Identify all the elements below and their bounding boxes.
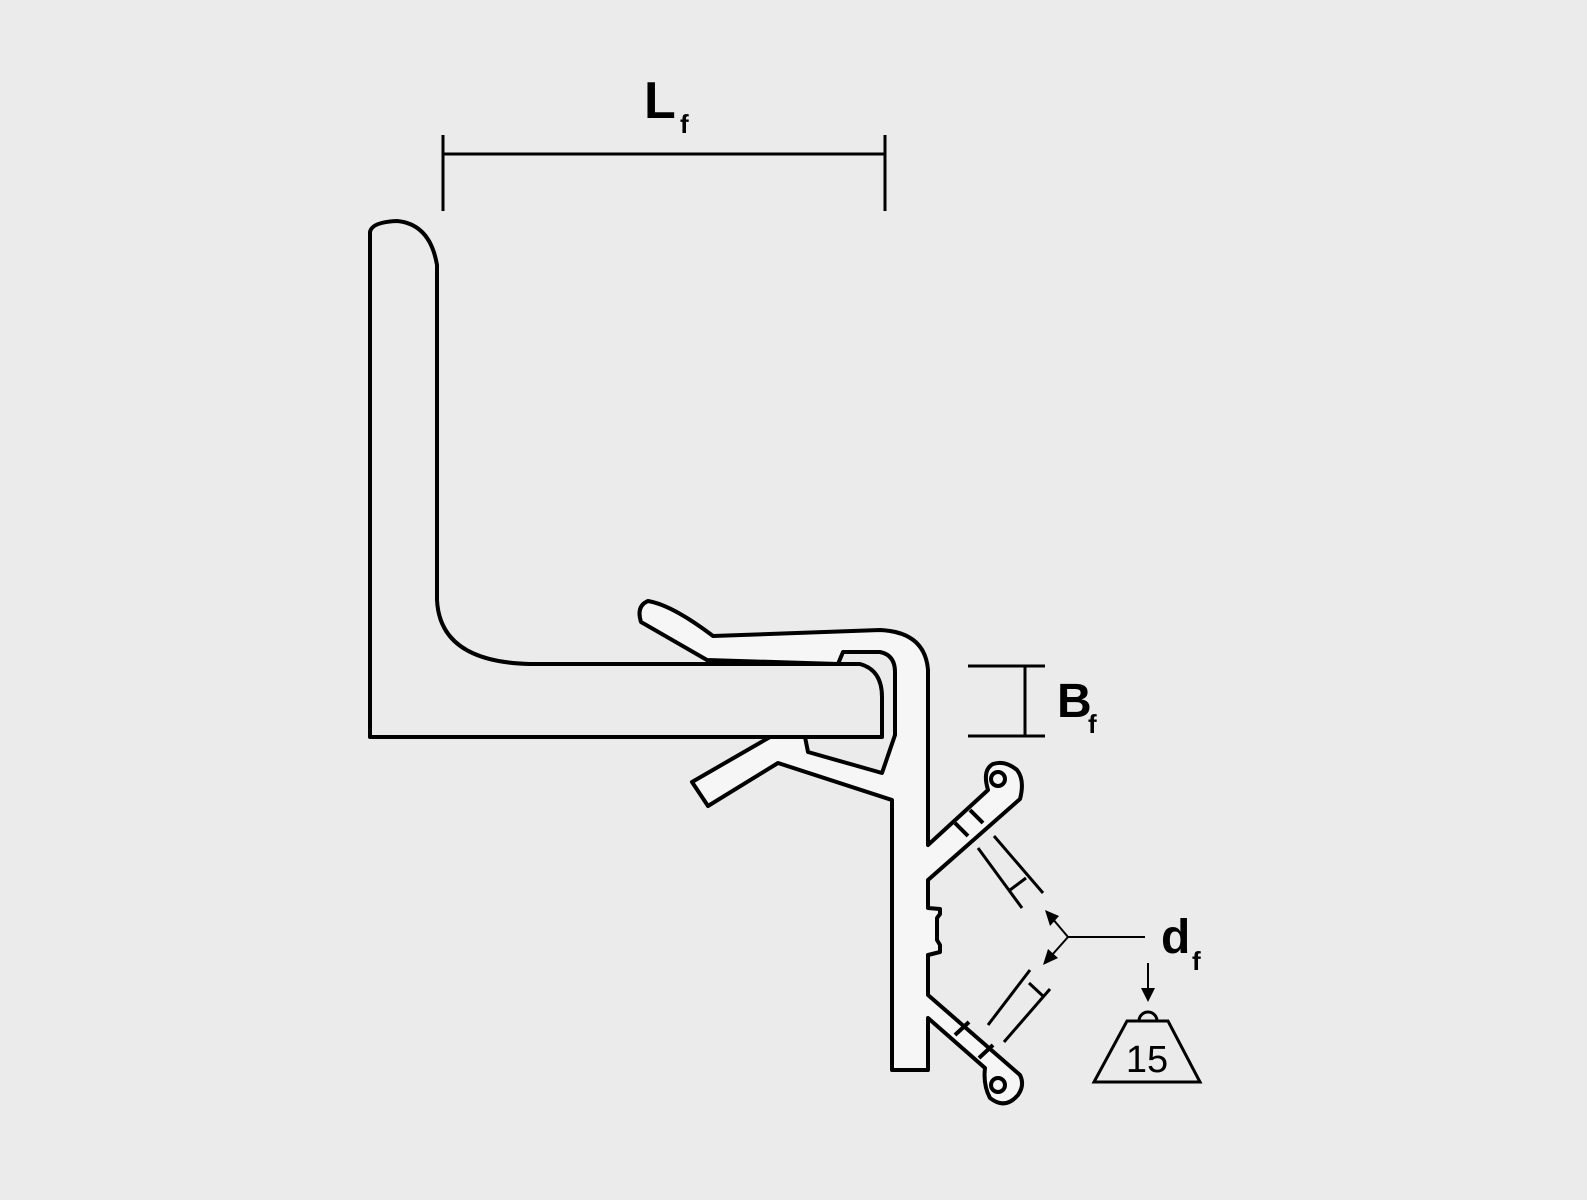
diameter-label-subscript: f (1192, 946, 1201, 976)
thickness-dimension (968, 664, 1045, 738)
seal-profile (637, 599, 1025, 1106)
arrowheads (1043, 910, 1155, 1002)
diameter-label: d (1161, 911, 1190, 964)
lower-hook-ring (989, 1076, 1007, 1094)
upper-hook-ring (989, 770, 1007, 788)
weight-icon (1091, 1010, 1203, 1084)
weight-value: 15 (1126, 1039, 1168, 1081)
thickness-label-subscript: f (1088, 709, 1097, 739)
length-label: L (644, 72, 676, 130)
diameter-dimension (976, 835, 1149, 1043)
thickness-label: B (1057, 675, 1092, 728)
length-label-subscript: f (680, 109, 689, 139)
panel-profile (368, 219, 884, 739)
length-dimension (441, 135, 887, 211)
